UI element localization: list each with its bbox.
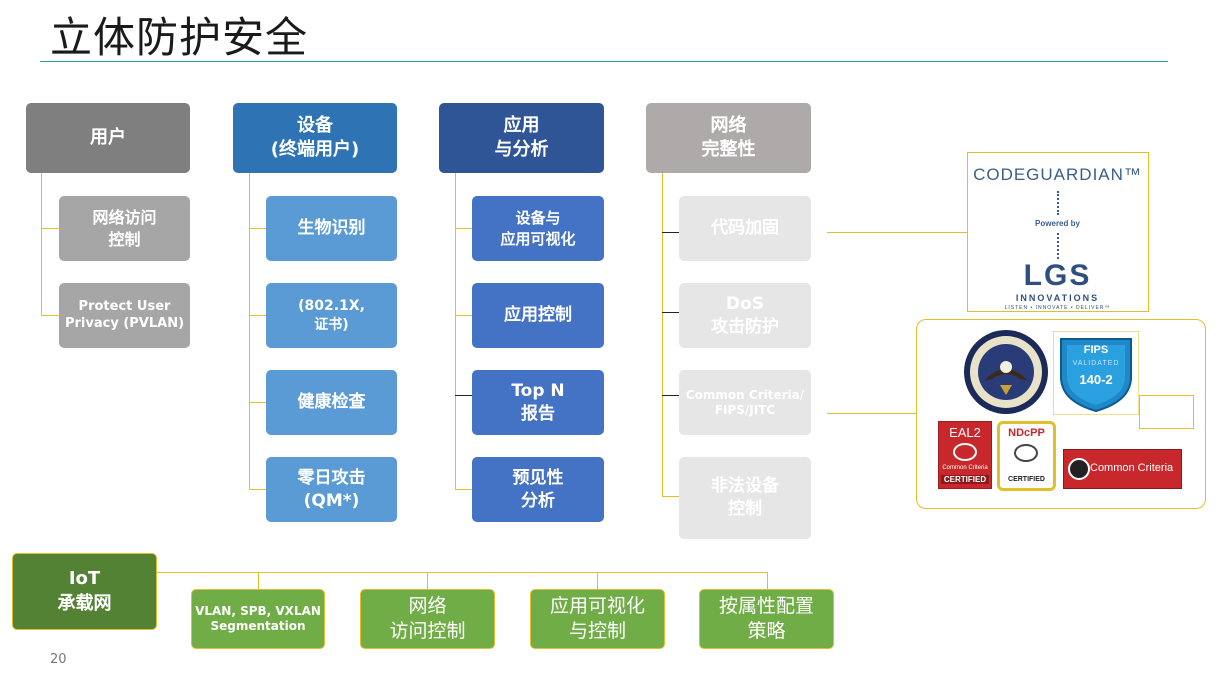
node-app-visibility: 设备与 应用可视化	[472, 196, 604, 261]
eal2-sub: Common Criteria	[942, 465, 988, 471]
fips-badge-logo: FIPS VALIDATED 140-2	[1052, 330, 1140, 416]
connector	[157, 572, 768, 573]
connector	[597, 572, 598, 589]
column-header-device: 设备 (终端用户)	[233, 103, 397, 173]
eal2-certified: CERTIFIED	[941, 475, 989, 484]
node-8021x-cert: (802.1X, 证书)	[266, 283, 397, 348]
ndcpp-certified: CERTIFIED	[1008, 476, 1045, 483]
connector	[455, 489, 472, 490]
dotted-divider	[1057, 233, 1059, 259]
fips-highlight-box	[1139, 395, 1194, 429]
connector	[455, 395, 472, 396]
node-zero-day: 零日攻击 (QM*)	[266, 457, 397, 522]
certifications-group	[916, 319, 1206, 509]
cc-circle-icon	[1068, 458, 1090, 480]
dotted-divider	[1057, 191, 1059, 215]
connector	[249, 172, 250, 490]
node-app-control: 应用控制	[472, 283, 604, 348]
connector	[249, 315, 266, 316]
page-title: 立体防护安全	[50, 13, 309, 62]
node-top-n-report: Top N 报告	[472, 370, 604, 435]
iot-item-segmentation: VLAN, SPB, VXLAN Segmentation	[191, 589, 325, 649]
cc-label: Common Criteria	[1090, 462, 1174, 474]
column-header-app: 应用 与分析	[439, 103, 604, 173]
eal2-title: EAL2	[949, 425, 981, 440]
column-header-user: 用户	[26, 103, 190, 173]
page-number: 20	[50, 652, 67, 667]
node-network-access-control: 网络访问 控制	[59, 196, 190, 261]
fips-validated-label: VALIDATED	[1072, 360, 1120, 367]
connector	[662, 232, 679, 233]
connector	[767, 572, 768, 589]
lgs-wordmark: LGS	[1023, 259, 1092, 292]
connector	[249, 228, 266, 229]
connector	[827, 413, 916, 414]
lgs-innovations: INNOVATIONS	[1015, 293, 1100, 303]
fips-number-label: 140-2	[1079, 372, 1113, 387]
ndcpp-title: NDcPP	[1008, 427, 1045, 439]
iot-header: IoT 承载网	[12, 553, 157, 630]
connector	[455, 172, 456, 490]
connector	[249, 489, 266, 490]
node-common-criteria: Common Criteria/ FIPS/JITC	[679, 370, 811, 435]
ndcpp-emblem	[1014, 444, 1038, 462]
lgs-tagline: LISTEN • INNOVATE • DELIVER™	[1004, 305, 1111, 311]
connector	[662, 312, 679, 313]
connector	[662, 496, 679, 497]
iot-item-network-access: 网络 访问控制	[360, 589, 495, 649]
node-protect-user-privacy: Protect User Privacy (PVLAN)	[59, 283, 190, 348]
connector	[41, 228, 59, 229]
ndcpp-badge-logo: NDcPP CERTIFIED	[997, 421, 1056, 491]
iot-item-attribute-policy: 按属性配置 策略	[699, 589, 834, 649]
fips-label: FIPS	[1083, 344, 1109, 356]
node-health-check: 健康检查	[266, 370, 397, 435]
connector	[455, 228, 472, 229]
connector	[662, 395, 679, 396]
node-rogue-device-control: 非法设备 控制	[679, 457, 811, 539]
connector	[427, 572, 428, 589]
codeguardian-logo: CODEGUARDIAN™ Powered by LGS INNOVATIONS…	[967, 152, 1149, 312]
common-criteria-logo: Common Criteria	[1063, 449, 1182, 489]
node-dos-protection: DoS 攻击防护	[679, 283, 811, 348]
connector	[662, 172, 663, 497]
connector	[41, 172, 42, 316]
connector	[827, 232, 967, 233]
connector	[249, 402, 266, 403]
eal2-emblem	[953, 443, 977, 461]
node-code-hardening: 代码加固	[679, 196, 811, 261]
iot-item-app-visibility: 应用可视化 与控制	[530, 589, 665, 649]
connector	[258, 572, 259, 589]
eal2-badge-logo: EAL2 Common Criteria CERTIFIED	[938, 421, 992, 489]
powered-by-label: Powered by	[1035, 219, 1080, 228]
disa-seal-logo	[962, 329, 1050, 415]
node-predictive-analysis: 预见性 分析	[472, 457, 604, 522]
column-header-network: 网络 完整性	[646, 103, 811, 173]
title-divider	[40, 61, 1168, 62]
connector	[455, 315, 472, 316]
connector	[41, 315, 59, 316]
node-biometrics: 生物识别	[266, 196, 397, 261]
codeguardian-wordmark: CODEGUARDIAN™	[973, 165, 1142, 184]
